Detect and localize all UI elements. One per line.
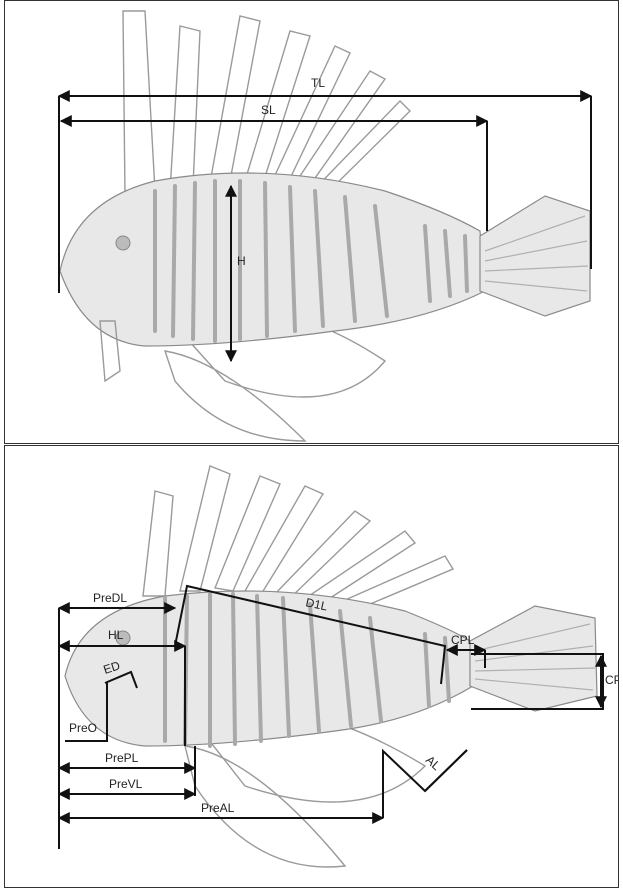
bottom-measurement-panel: PreDL D1L HL ED PreO CPL CP PrePL AL Pr <box>4 445 619 888</box>
prevl-label: PreVL <box>109 777 143 791</box>
al-line <box>383 750 467 791</box>
tl-label: TL <box>311 76 325 90</box>
cpl-label: CPL <box>451 633 475 647</box>
top-measurement-panel: TL SL H <box>4 0 619 444</box>
sl-label: SL <box>261 103 276 117</box>
al-label: AL <box>423 753 444 773</box>
predl-label: PreDL <box>93 591 127 605</box>
hl-label: HL <box>108 628 124 642</box>
preo-label: PreO <box>69 721 97 735</box>
h-label: H <box>237 254 246 268</box>
lionfish-illustration-2 <box>65 466 597 867</box>
prepl-label: PrePL <box>105 751 139 765</box>
cp-label: CP <box>605 673 619 687</box>
bottom-fish-diagram: PreDL D1L HL ED PreO CPL CP PrePL AL Pr <box>5 446 619 888</box>
preal-label: PreAL <box>201 801 235 815</box>
top-fish-diagram: TL SL H <box>5 1 619 444</box>
